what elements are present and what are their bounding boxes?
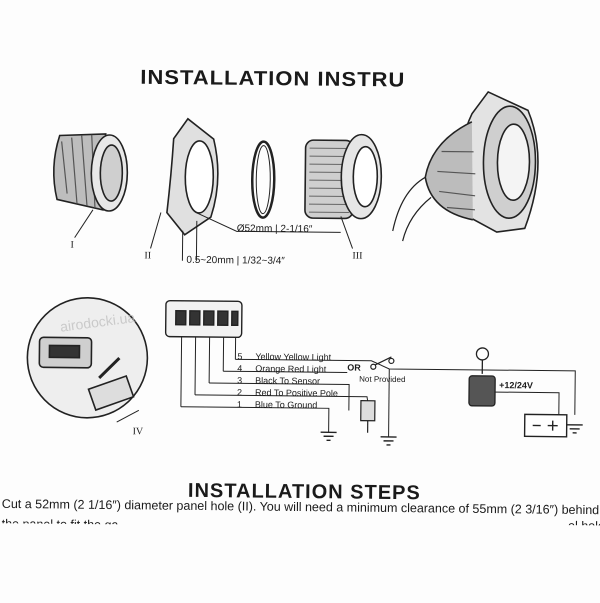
o-ring bbox=[251, 140, 276, 219]
ignition-switch bbox=[468, 347, 496, 407]
not-provided-label: Not Provided bbox=[359, 374, 406, 385]
hole-size-label: Ø52mm | 2-1/16″ bbox=[236, 223, 313, 236]
ground-symbols bbox=[320, 424, 583, 446]
assembled-gauge bbox=[392, 90, 539, 242]
panel-thickness-label: 0.5~20mm | 1/32~3/4″ bbox=[186, 254, 285, 267]
or-label: OR bbox=[347, 362, 361, 373]
battery bbox=[523, 413, 568, 438]
pin-label: Orange Red Light bbox=[255, 363, 327, 375]
pin-number: 5 bbox=[237, 351, 243, 362]
voltage-label: +12/24V bbox=[499, 380, 533, 391]
panel-plate-part-ii bbox=[150, 117, 219, 261]
pin-label: Red To Positive Pole bbox=[254, 387, 338, 399]
pin-label: Black To Sensor bbox=[255, 375, 321, 387]
inset-detail-iv bbox=[26, 296, 149, 423]
pin-label: Yellow Yellow Light bbox=[255, 351, 332, 363]
label-part-ii: II bbox=[144, 250, 152, 262]
label-part-i: I bbox=[70, 239, 74, 251]
switch-contacts bbox=[370, 356, 395, 370]
pin-label: Blue To Ground bbox=[254, 399, 318, 411]
label-part-iv: IV bbox=[132, 426, 144, 438]
pin-number: 4 bbox=[237, 363, 243, 374]
bezel-part-i bbox=[52, 133, 129, 238]
sensor-sender bbox=[360, 400, 376, 433]
pin-number: 3 bbox=[237, 375, 243, 386]
pin-number: 2 bbox=[236, 387, 243, 398]
connector-plug bbox=[164, 299, 243, 407]
pin-number: 1 bbox=[236, 399, 242, 410]
label-part-iii: III bbox=[352, 250, 363, 262]
nut-part-iii bbox=[304, 133, 383, 249]
